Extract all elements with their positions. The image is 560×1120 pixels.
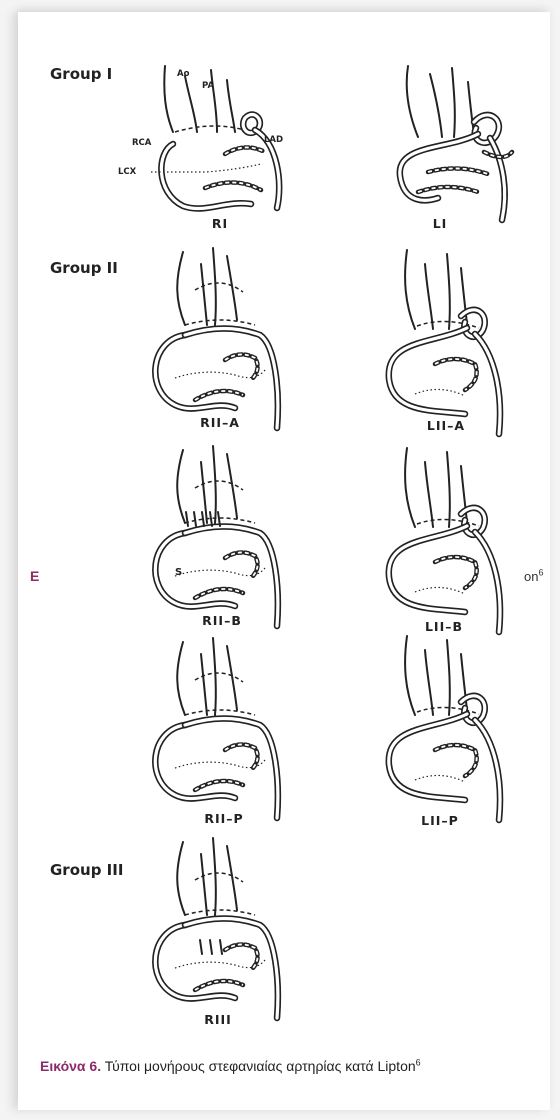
group-iii-label: Group III (50, 861, 123, 879)
panel-label-li: LI (433, 216, 448, 231)
cut-text-left: E (30, 568, 39, 584)
panel-label-ri: RI (212, 216, 228, 231)
panel-riii-drawing (155, 838, 278, 1018)
label-rca: RCA (132, 138, 152, 148)
group-ii-label: Group II (50, 259, 118, 277)
panel-li-drawing (400, 66, 512, 220)
caption-text: Τύποι μονήρους στεφανιαίας αρτηρίας κατά… (101, 1058, 416, 1074)
panel-label-lii-p: LII–P (421, 813, 459, 828)
label-lcx: LCX (118, 167, 137, 177)
label-ao: Ao (177, 69, 190, 79)
label-pa: PA (202, 81, 214, 91)
cut-text-right-main: on (524, 569, 538, 584)
cut-text-right-sup: 6 (538, 568, 543, 578)
panel-label-lii-a: LII–A (427, 418, 465, 433)
panel-label-rii-b: RII–B (202, 613, 242, 628)
label-s: S (175, 567, 182, 578)
group-i-label: Group I (50, 65, 112, 83)
panel-label-rii-a: RII–A (200, 415, 240, 430)
panel-rii-p-drawing (155, 638, 278, 818)
panel-label-rii-p: RII–P (204, 811, 243, 826)
panel-rii-a-drawing (155, 248, 278, 428)
panel-ri-drawing (151, 66, 279, 209)
panel-label-lii-b: LII–B (425, 619, 463, 634)
panel-rii-b-drawing (155, 446, 278, 626)
cut-text-right: on6 (524, 569, 543, 584)
caption-label: Εικόνα 6. (40, 1058, 101, 1074)
panel-lii-p-drawing (389, 636, 500, 820)
septal-branches-riii (200, 940, 222, 954)
label-lad: LAD (264, 135, 283, 145)
caption-ref: 6 (416, 1057, 421, 1067)
figure-caption: Εικόνα 6. Τύποι μονήρους στεφανιαίας αρτ… (40, 1056, 540, 1076)
panel-lii-a-drawing (389, 250, 500, 434)
panel-lii-b-drawing (389, 448, 500, 632)
panel-label-riii: RIII (204, 1012, 232, 1027)
